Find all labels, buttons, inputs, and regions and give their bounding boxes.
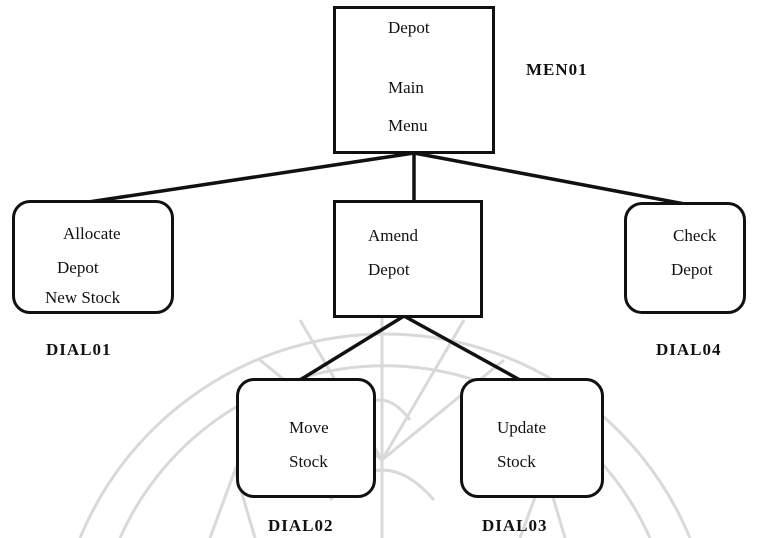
check-line-1: Check [673, 226, 717, 245]
allocate-line-3: New Stock [45, 288, 121, 307]
update-line-2: Stock [497, 452, 536, 471]
update-code: DIAL03 [482, 516, 548, 535]
main-menu-line-3: Menu [388, 116, 428, 135]
update-box: Update Stock [460, 378, 604, 498]
allocate-line-2: Depot [57, 258, 99, 277]
connector-main-to-allocate [80, 151, 416, 205]
connector-amend-to-move [298, 314, 406, 382]
allocate-line-1: Allocate [63, 224, 121, 243]
check-line-2: Depot [671, 260, 713, 279]
check-box: Check Depot [624, 202, 746, 314]
main-menu-box: Depot Main Menu [333, 6, 495, 154]
move-line-1: Move [289, 418, 329, 437]
main-menu-code: MEN01 [526, 60, 588, 79]
main-menu-line-1: Depot [388, 18, 430, 37]
connector-main-to-check [412, 151, 692, 207]
check-code: DIAL04 [656, 340, 722, 359]
move-line-2: Stock [289, 452, 328, 471]
update-line-1: Update [497, 418, 547, 437]
main-menu-line-2: Main [388, 78, 424, 97]
allocate-code: DIAL01 [46, 340, 112, 359]
allocate-box: Allocate Depot New Stock [12, 200, 174, 314]
move-box: Move Stock [236, 378, 376, 498]
amend-line-2: Depot [368, 260, 410, 279]
amend-box: Amend Depot [333, 200, 483, 318]
move-code: DIAL02 [268, 516, 334, 535]
amend-line-1: Amend [368, 226, 419, 245]
connector-amend-to-update [402, 314, 522, 382]
